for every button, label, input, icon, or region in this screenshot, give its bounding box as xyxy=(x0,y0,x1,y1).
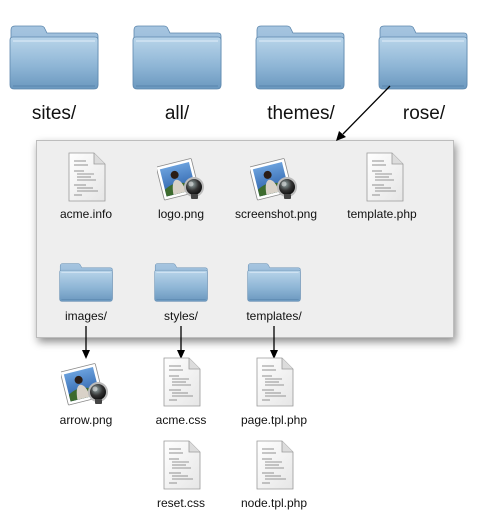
file-label-acme-css: acme.css xyxy=(155,413,207,427)
file-label-page-tpl: page.tpl.php xyxy=(240,413,308,427)
folder-label-all: all/ xyxy=(164,103,190,124)
folder-label-templates: templates/ xyxy=(246,309,302,323)
file-label-arrow: arrow.png xyxy=(59,413,113,427)
document-icon[interactable] xyxy=(254,440,294,490)
document-icon[interactable] xyxy=(161,357,201,407)
file-label-screenshot: screenshot.png xyxy=(234,207,318,221)
file-label-reset-css: reset.css xyxy=(156,496,205,510)
folder-label-styles: styles/ xyxy=(163,309,198,323)
folder-label-rose: rose/ xyxy=(402,103,446,124)
folder-label-themes: themes/ xyxy=(267,103,335,124)
folder-label-sites: sites/ xyxy=(31,103,77,124)
document-icon[interactable] xyxy=(254,357,294,407)
file-label-template: template.php xyxy=(347,207,417,221)
file-label-acme-info: acme.info xyxy=(59,207,113,221)
image-icon[interactable] xyxy=(61,361,111,407)
file-label-logo: logo.png xyxy=(157,207,205,221)
file-label-node-tpl: node.tpl.php xyxy=(240,496,308,510)
folder-label-images: images/ xyxy=(64,309,108,323)
document-icon[interactable] xyxy=(161,440,201,490)
